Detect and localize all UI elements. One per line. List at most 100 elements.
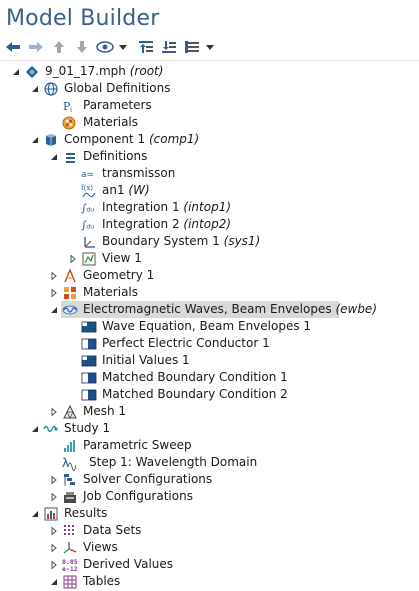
tree-item-global-definitions[interactable]: Global Definitions	[0, 80, 419, 97]
svg-text:du: du	[86, 206, 94, 213]
tree-item-label: Electromagnetic Waves, Beam Envelopes	[83, 302, 332, 316]
tree-item-views[interactable]: Views	[0, 539, 419, 556]
domain-feature-icon	[81, 352, 97, 369]
tree-item-data-sets[interactable]: Data Sets	[0, 522, 419, 539]
tree-item-tag: (intop2)	[183, 217, 232, 231]
definitions-icon	[62, 148, 78, 165]
selection-highlight	[61, 301, 339, 318]
svg-text:e-12: e-12	[62, 565, 78, 573]
collapse-icon[interactable]	[30, 131, 40, 148]
show-icon[interactable]	[96, 39, 114, 55]
tree-item-label: Wave Equation, Beam Envelopes 1	[102, 319, 312, 333]
tree-item-label: transmisson	[102, 166, 176, 180]
expand-icon[interactable]	[49, 284, 59, 301]
expand-icon[interactable]	[49, 267, 59, 284]
move-up-icon[interactable]	[50, 39, 68, 55]
collapse-icon[interactable]	[30, 420, 40, 437]
collapse-icon[interactable]	[49, 573, 59, 590]
tree-item-pec-1[interactable]: Perfect Electric Conductor 1	[0, 335, 419, 352]
collapse-icon[interactable]	[30, 505, 40, 522]
tree-item-step-1[interactable]: λ Step 1: Wavelength Domain	[0, 454, 419, 471]
job-icon	[62, 488, 78, 505]
expand-icon[interactable]	[49, 488, 59, 505]
tree-item-materials-comp[interactable]: Materials	[0, 284, 419, 301]
tree-item-label: Matched Boundary Condition 2	[102, 387, 288, 401]
tree-item-label: Integration 2	[102, 217, 180, 231]
tree-item-wave-equation[interactable]: Wave Equation, Beam Envelopes 1	[0, 318, 419, 335]
view-options-icon[interactable]	[183, 39, 201, 55]
tree-item-materials-global[interactable]: Materials	[0, 114, 419, 131]
tree-item-boundary-system-1[interactable]: Boundary System 1 (sys1)	[0, 233, 419, 250]
tree-item-tag: (ewbe)	[335, 302, 377, 316]
tree-item-label: Tables	[83, 574, 121, 588]
tree-item-label: Results	[64, 506, 108, 520]
tree-item-tables[interactable]: Tables	[0, 573, 419, 590]
svg-text:f(x): f(x)	[81, 184, 93, 192]
tree-item-label: an1	[102, 183, 125, 197]
tree-item-tag: (comp1)	[148, 132, 200, 146]
tree-item-label: Step 1: Wavelength Domain	[89, 455, 258, 469]
tree-item-transmisson[interactable]: a= transmisson	[0, 165, 419, 182]
tree-item-parametric-sweep[interactable]: Parametric Sweep	[0, 437, 419, 454]
model-icon	[24, 63, 40, 80]
tree-item-definitions[interactable]: Definitions	[0, 148, 419, 165]
tree-item-label: View 1	[102, 251, 142, 265]
tree-item-ewbe[interactable]: Electromagnetic Waves, Beam Envelopes (e…	[0, 301, 419, 318]
tree-item-integration-2[interactable]: ∫du Integration 2 (intop2)	[0, 216, 419, 233]
tree-item-integration-1[interactable]: ∫du Integration 1 (intop1)	[0, 199, 419, 216]
integration-icon: ∫du	[81, 199, 97, 216]
tree-item-label: Initial Values 1	[102, 353, 190, 367]
tree-item-geometry-1[interactable]: Geometry 1	[0, 267, 419, 284]
collapse-icon[interactable]	[11, 63, 21, 80]
move-down-icon[interactable]	[73, 39, 91, 55]
tree-item-label: Study 1	[64, 421, 111, 435]
tree-item-an1[interactable]: f(x) an1 (W)	[0, 182, 419, 199]
forward-icon[interactable]	[27, 39, 45, 55]
tree-item-root[interactable]: 9_01_17.mph (root)	[0, 63, 419, 80]
tree-item-label: Global Definitions	[64, 81, 171, 95]
chevron-down-icon[interactable]	[206, 39, 214, 55]
collapse-all-icon[interactable]	[137, 39, 155, 55]
integration-icon: ∫du	[81, 216, 97, 233]
tree-item-study-1[interactable]: Study 1	[0, 420, 419, 437]
tree-item-component-1[interactable]: Component 1 (comp1)	[0, 131, 419, 148]
panel-title: Model Builder	[6, 6, 160, 31]
expand-all-icon[interactable]	[160, 39, 178, 55]
wavelength-domain-icon: λ	[62, 454, 78, 471]
collapse-icon[interactable]	[49, 301, 59, 318]
tree-item-label: Job Configurations	[83, 489, 193, 503]
tree-item-matched-bc-1[interactable]: Matched Boundary Condition 1	[0, 369, 419, 386]
globe-icon	[43, 80, 59, 97]
svg-text:∫: ∫	[81, 201, 87, 214]
parametric-sweep-icon	[62, 437, 78, 454]
collapse-icon[interactable]	[30, 80, 40, 97]
data-sets-icon	[62, 522, 78, 539]
tree-item-mesh-1[interactable]: Mesh 1	[0, 403, 419, 420]
expand-icon[interactable]	[49, 471, 59, 488]
boundary-feature-icon	[81, 335, 97, 352]
tree-item-label: Materials	[83, 115, 139, 129]
expand-icon[interactable]	[49, 556, 59, 573]
results-icon	[43, 505, 59, 522]
expand-icon[interactable]	[49, 403, 59, 420]
materials-icon	[61, 114, 77, 131]
tree-item-initial-values-1[interactable]: Initial Values 1	[0, 352, 419, 369]
back-icon[interactable]	[4, 39, 22, 55]
collapse-icon[interactable]	[49, 148, 59, 165]
expand-icon[interactable]	[68, 250, 78, 267]
wave-physics-icon	[62, 301, 78, 318]
expand-icon[interactable]	[49, 522, 59, 539]
tree-item-solver-configurations[interactable]: Solver Configurations	[0, 471, 419, 488]
chevron-down-icon[interactable]	[119, 39, 127, 55]
tree-item-job-configurations[interactable]: Job Configurations	[0, 488, 419, 505]
tree-item-results[interactable]: Results	[0, 505, 419, 522]
tree-item-matched-bc-2[interactable]: Matched Boundary Condition 2	[0, 386, 419, 403]
tree-item-view-1[interactable]: View 1	[0, 250, 419, 267]
svg-text:λ: λ	[62, 456, 69, 470]
toolbar	[4, 39, 224, 55]
expand-icon[interactable]	[49, 539, 59, 556]
tree-item-label: Materials	[83, 285, 139, 299]
